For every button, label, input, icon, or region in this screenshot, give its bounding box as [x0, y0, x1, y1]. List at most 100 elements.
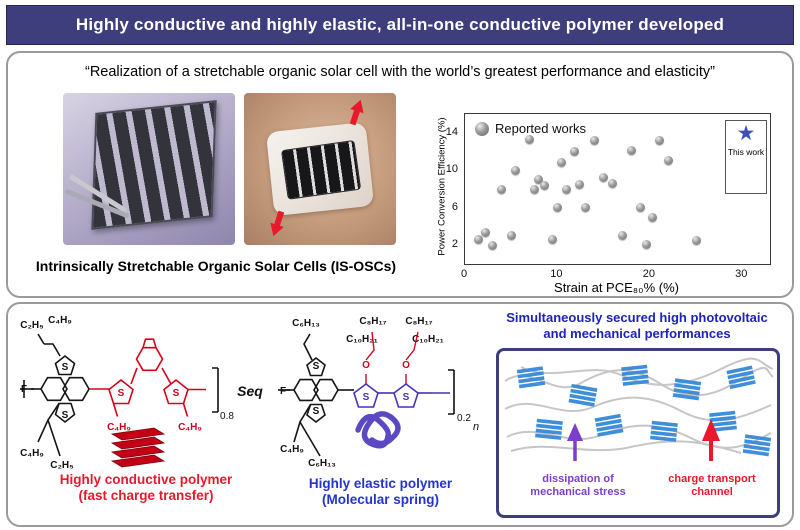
- headline-quote: “Realization of a stretchable organic so…: [85, 64, 715, 80]
- scatter-point: [617, 231, 627, 241]
- scatter-point: [580, 203, 590, 213]
- bracket: [448, 369, 455, 415]
- morphology-box: dissipation of mechanical stress charge …: [496, 348, 780, 518]
- scatter-point: [506, 231, 516, 241]
- x-axis-label: Strain at PCE₈₀% (%): [554, 280, 679, 295]
- scatter-point: [548, 235, 558, 245]
- elastic-unit-purple: [353, 383, 450, 408]
- chem-formula-label: S: [403, 392, 410, 403]
- x-tick-label: 30: [735, 268, 748, 280]
- transparent-patch: [265, 122, 375, 216]
- chem-formula-label: F: [21, 384, 27, 395]
- chem-formula-label: S: [173, 388, 180, 399]
- performance-title: Simultaneously secured high photovoltaic…: [490, 310, 784, 342]
- y-axis-ticks: 2 6 10 14: [438, 113, 460, 263]
- star-icon: ★: [736, 122, 756, 145]
- scatter-point: [575, 179, 585, 189]
- y-tick-label: 10: [445, 163, 458, 176]
- chem-formula-label: C₂H₅: [20, 320, 44, 331]
- scatter-point: [589, 135, 599, 145]
- scatter-point: [641, 239, 651, 249]
- morphology-diagram: [504, 357, 774, 461]
- elastic-polymer-label-line2: (Molecular spring): [321, 492, 439, 507]
- chem-formula-label: C₁₀H₂₁: [346, 334, 378, 345]
- chem-labels-black: C₂H₅ C₄H₉ F S S C₄H₉ C₂H₅: [20, 315, 74, 470]
- chem-formula-label: C₆H₁₃: [292, 318, 320, 329]
- this-work-box: ★ This work: [725, 120, 767, 194]
- chem-formula-label: O: [402, 360, 410, 371]
- scatter-point: [691, 236, 701, 246]
- performance-title-line2: and mechanical performances: [543, 326, 731, 341]
- x-tick-label: 0: [460, 268, 468, 280]
- y-tick-label: 6: [451, 200, 458, 213]
- solar-cell-on-skin: [280, 139, 362, 200]
- chem-formula-label: C₄H₉: [280, 444, 304, 455]
- chem-formula-label: C₂H₅: [50, 460, 74, 470]
- conductive-polymer-label-line2: (fast charge transfer): [78, 488, 214, 503]
- scatter-point: [511, 165, 521, 175]
- pi-stacking-blocks: [110, 427, 166, 468]
- scatter-point: [552, 203, 562, 213]
- conductive-polymer-label: Highly conductive polymer (fast charge t…: [26, 472, 266, 504]
- y-tick-label: 2: [451, 238, 458, 251]
- page-title: Highly conductive and highly elastic, al…: [75, 15, 725, 34]
- dissipation-arrow-icon: [567, 423, 583, 461]
- scatter-point: [663, 156, 673, 166]
- chem-formula-label: C₈H₁₇: [359, 316, 386, 327]
- crystalline-block-icon: [650, 420, 678, 442]
- charge-channel-label-line2: channel: [691, 486, 733, 498]
- crystalline-block-icon: [672, 378, 702, 401]
- reported-works-marker-icon: [475, 121, 489, 136]
- dissipation-label-line1: dissipation of: [542, 473, 614, 485]
- backbone-black: [20, 333, 90, 457]
- conductive-polymer-label-line1: Highly conductive polymer: [59, 472, 233, 487]
- bottom-panel: C₂H₅ C₄H₉ F S S C₄H₉ C₂H₅ S S C₄H₉: [6, 302, 794, 527]
- backbone-black: [278, 333, 354, 457]
- chem-formula-label: S: [313, 406, 320, 417]
- chem-formula-label: F: [280, 386, 286, 397]
- molecular-spring-coil: [355, 411, 401, 449]
- elastic-polymer-structure: C₆H₁₃ F S S C₈H₁₇ C₈H₁₇ C₁₀H₂₁ C₁₀H₂₁ C₄…: [278, 316, 479, 469]
- scatter-point: [562, 184, 572, 194]
- n-label: n: [473, 421, 479, 433]
- scatter-point: [480, 227, 490, 237]
- scatter-point: [626, 146, 636, 156]
- chem-labels-black: C₆H₁₃ F S S C₈H₁₇ C₈H₁₇ C₁₀H₂₁ C₁₀H₂₁ C₄…: [280, 316, 444, 469]
- crystalline-block-icon: [594, 413, 624, 437]
- chem-formula-label: S: [62, 362, 69, 373]
- charge-channel-label: charge transport channel: [653, 473, 771, 499]
- scatter-point: [608, 178, 618, 188]
- chem-formula-label: C₄H₉: [178, 422, 202, 433]
- scatter-point: [488, 240, 498, 250]
- crystalline-block-icon: [742, 434, 772, 457]
- top-panel: “Realization of a stretchable organic so…: [6, 51, 794, 298]
- performance-title-line1: Simultaneously secured high photovoltaic: [506, 310, 768, 325]
- scatter-point: [648, 212, 658, 222]
- scatter-point: [534, 175, 544, 185]
- scatter-point: [539, 180, 549, 190]
- scatter-point: [525, 134, 535, 144]
- dissipation-label: dissipation of mechanical stress: [513, 473, 643, 499]
- elastic-polymer-label: Highly elastic polymer (Molecular spring…: [288, 476, 473, 508]
- chem-formula-label: C₆H₁₃: [308, 458, 336, 469]
- chem-formula-label: S: [313, 361, 320, 372]
- chem-formula-label: C₈H₁₇: [405, 316, 432, 327]
- scatter-chart: Power Conversion Efficiency (%) Reported…: [412, 79, 784, 295]
- chem-formula-label: C₄H₉: [20, 448, 44, 459]
- x-tick-label: 10: [550, 268, 563, 280]
- bracket: [212, 367, 219, 413]
- scatter-point: [529, 184, 539, 194]
- scatter-point: [474, 235, 484, 245]
- crystalline-block-icon: [726, 365, 756, 390]
- chem-formula-label: C₄H₉: [107, 422, 131, 433]
- chem-formula-label: C₁₀H₂₁: [412, 334, 444, 345]
- stretch-arrow-down-icon: [266, 205, 290, 239]
- conductive-polymer-structure: C₂H₅ C₄H₉ F S S C₄H₉ C₂H₅ S S C₄H₉: [20, 315, 263, 470]
- chem-labels-colored: O O S S: [362, 360, 410, 403]
- y-tick-label: 14: [445, 125, 458, 138]
- chem-labels-red: S S C₄H₉ C₄H₉: [107, 388, 202, 433]
- crystalline-block-icon: [568, 383, 598, 407]
- ratio-label: 0.2: [457, 413, 471, 424]
- title-banner: Highly conductive and highly elastic, al…: [6, 5, 794, 45]
